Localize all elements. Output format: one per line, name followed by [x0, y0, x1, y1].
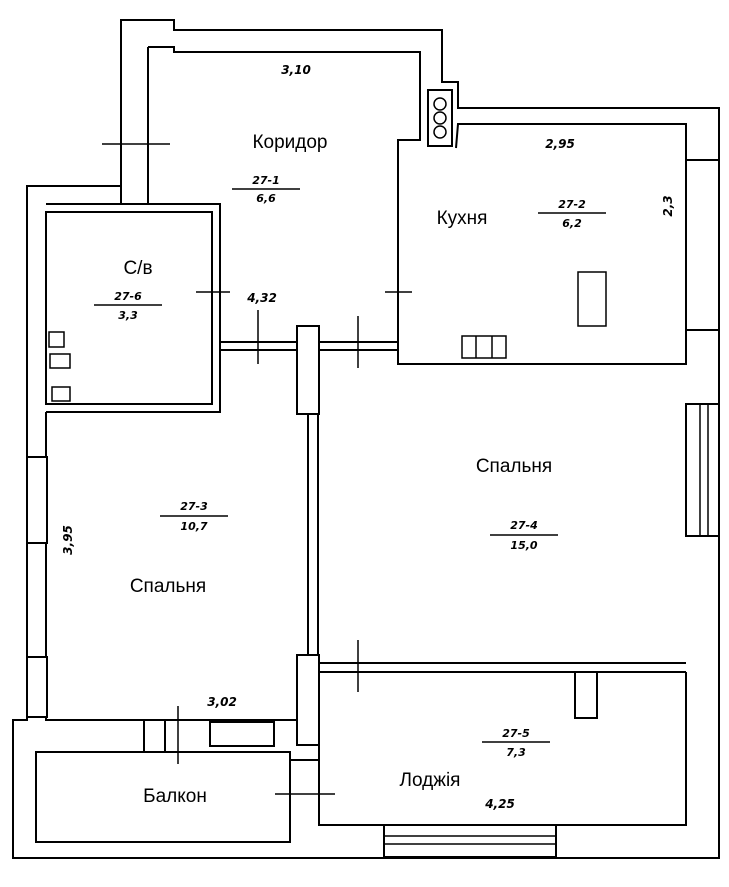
washbasin-icon	[48, 331, 65, 348]
dimension-loggia-bottom: 4,25	[484, 797, 515, 811]
room-code: 27-6	[114, 290, 142, 303]
room-code: 27-5	[502, 727, 530, 740]
sink-icon	[461, 335, 507, 359]
column	[296, 325, 320, 415]
bath-icon	[51, 386, 71, 402]
room-label-loggia: Лоджія	[400, 770, 461, 791]
dimension-mid-width: 4,32	[246, 291, 277, 305]
stove-icon	[577, 271, 607, 327]
window-right	[685, 403, 720, 537]
window-kitchen	[685, 159, 720, 331]
column	[296, 654, 320, 746]
room-code-bathroom: 27-6 3,3	[94, 290, 162, 322]
room-code-bedroom-right: 27-4 15,0	[490, 519, 558, 552]
room-code-kitchen: 27-2 6,2	[538, 198, 606, 230]
room-code-corridor: 27-1 6,6	[232, 174, 300, 205]
bathroom-walls	[45, 203, 221, 413]
ventilation-shaft	[427, 89, 453, 147]
window-balcony-door	[209, 721, 275, 747]
window-loggia	[383, 824, 557, 858]
room-area: 7,3	[506, 746, 526, 759]
room-code-bedroom-left: 27-3 10,7	[160, 500, 228, 533]
room-label-bedroom-right: Спальня	[476, 456, 552, 477]
room-code: 27-1	[252, 174, 280, 187]
window-left	[26, 456, 48, 544]
room-code: 27-3	[180, 500, 208, 513]
dimension-left-bottom: 3,02	[207, 695, 237, 709]
room-area: 6,6	[256, 192, 276, 205]
room-label-bathroom: С/в	[123, 258, 152, 279]
dimension-kitchen-top: 2,95	[545, 137, 575, 151]
room-code: 27-2	[558, 198, 586, 211]
room-label-balcony: Балкон	[143, 786, 207, 807]
windows	[26, 159, 720, 858]
outer-walls	[12, 19, 720, 859]
dimension-ticks	[102, 143, 412, 795]
dimension-left-height: 3,95	[61, 525, 75, 555]
room-code: 27-4	[510, 519, 538, 532]
balcony	[35, 720, 319, 843]
room-label-bedroom-left: Спальня	[130, 576, 206, 597]
room-area: 10,7	[180, 520, 207, 533]
room-area: 3,3	[118, 309, 138, 322]
room-code-loggia: 27-5 7,3	[482, 727, 550, 759]
dimension-corridor-top: 3,10	[281, 63, 311, 77]
room-area: 15,0	[510, 539, 537, 552]
window-left-lower	[26, 656, 48, 718]
room-label-corridor: Коридор	[252, 132, 327, 153]
room-label-kitchen: Кухня	[437, 208, 488, 229]
dimension-kitchen-right: 2,3	[661, 195, 675, 216]
column	[574, 671, 598, 719]
toilet-icon	[49, 353, 71, 369]
room-area: 6,2	[562, 217, 582, 230]
kitchen-fixtures	[427, 89, 607, 359]
